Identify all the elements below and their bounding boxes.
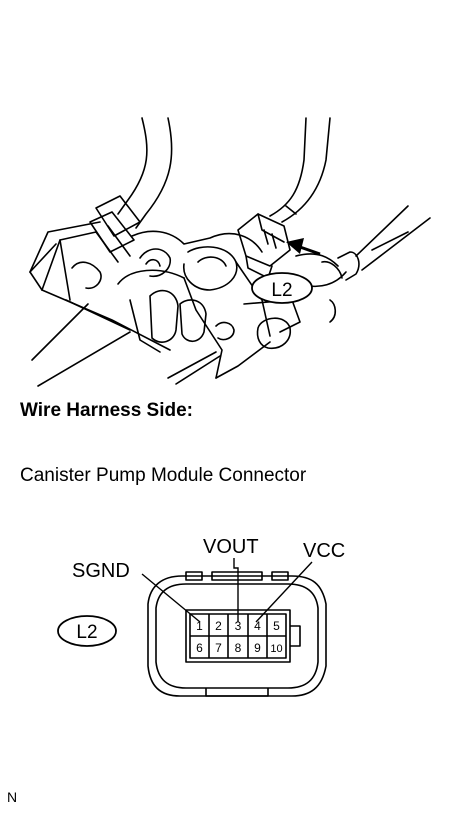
pin-9: 9 [254, 641, 261, 655]
vout-leader [233, 558, 239, 622]
wire-harness-heading: Wire Harness Side: [20, 400, 194, 421]
pin-7: 7 [215, 641, 222, 655]
pin-8: 8 [235, 641, 242, 655]
terminal-labels: SGND VOUT VCC [72, 536, 345, 582]
connector-caption: Canister Pump Module Connector [20, 465, 307, 486]
connector-callout-label: L2 [76, 622, 97, 643]
callout-label: L2 [271, 280, 292, 301]
pin-2: 2 [215, 619, 222, 633]
pin-5: 5 [273, 619, 280, 633]
terminal-leaders [141, 558, 313, 623]
pin-10: 10 [270, 643, 282, 655]
vout-label: VOUT [203, 536, 259, 558]
pump-module-illustration [29, 117, 431, 387]
vcc-leader [255, 561, 313, 623]
pin-1: 1 [196, 619, 203, 633]
footer-code: N [7, 789, 18, 805]
pin-4: 4 [254, 619, 261, 633]
vcc-label: VCC [303, 540, 345, 562]
pin-numbers: 1 2 3 4 5 6 7 8 9 10 [196, 619, 282, 655]
sgnd-label: SGND [72, 560, 130, 582]
callout-l2: L2 [251, 272, 313, 304]
connector-face [147, 571, 327, 697]
sgnd-leader [141, 573, 201, 623]
callout-arrow [286, 238, 321, 256]
connector-callout-l2: L2 [57, 615, 117, 647]
pin-3: 3 [235, 619, 242, 633]
pin-6: 6 [196, 641, 203, 655]
